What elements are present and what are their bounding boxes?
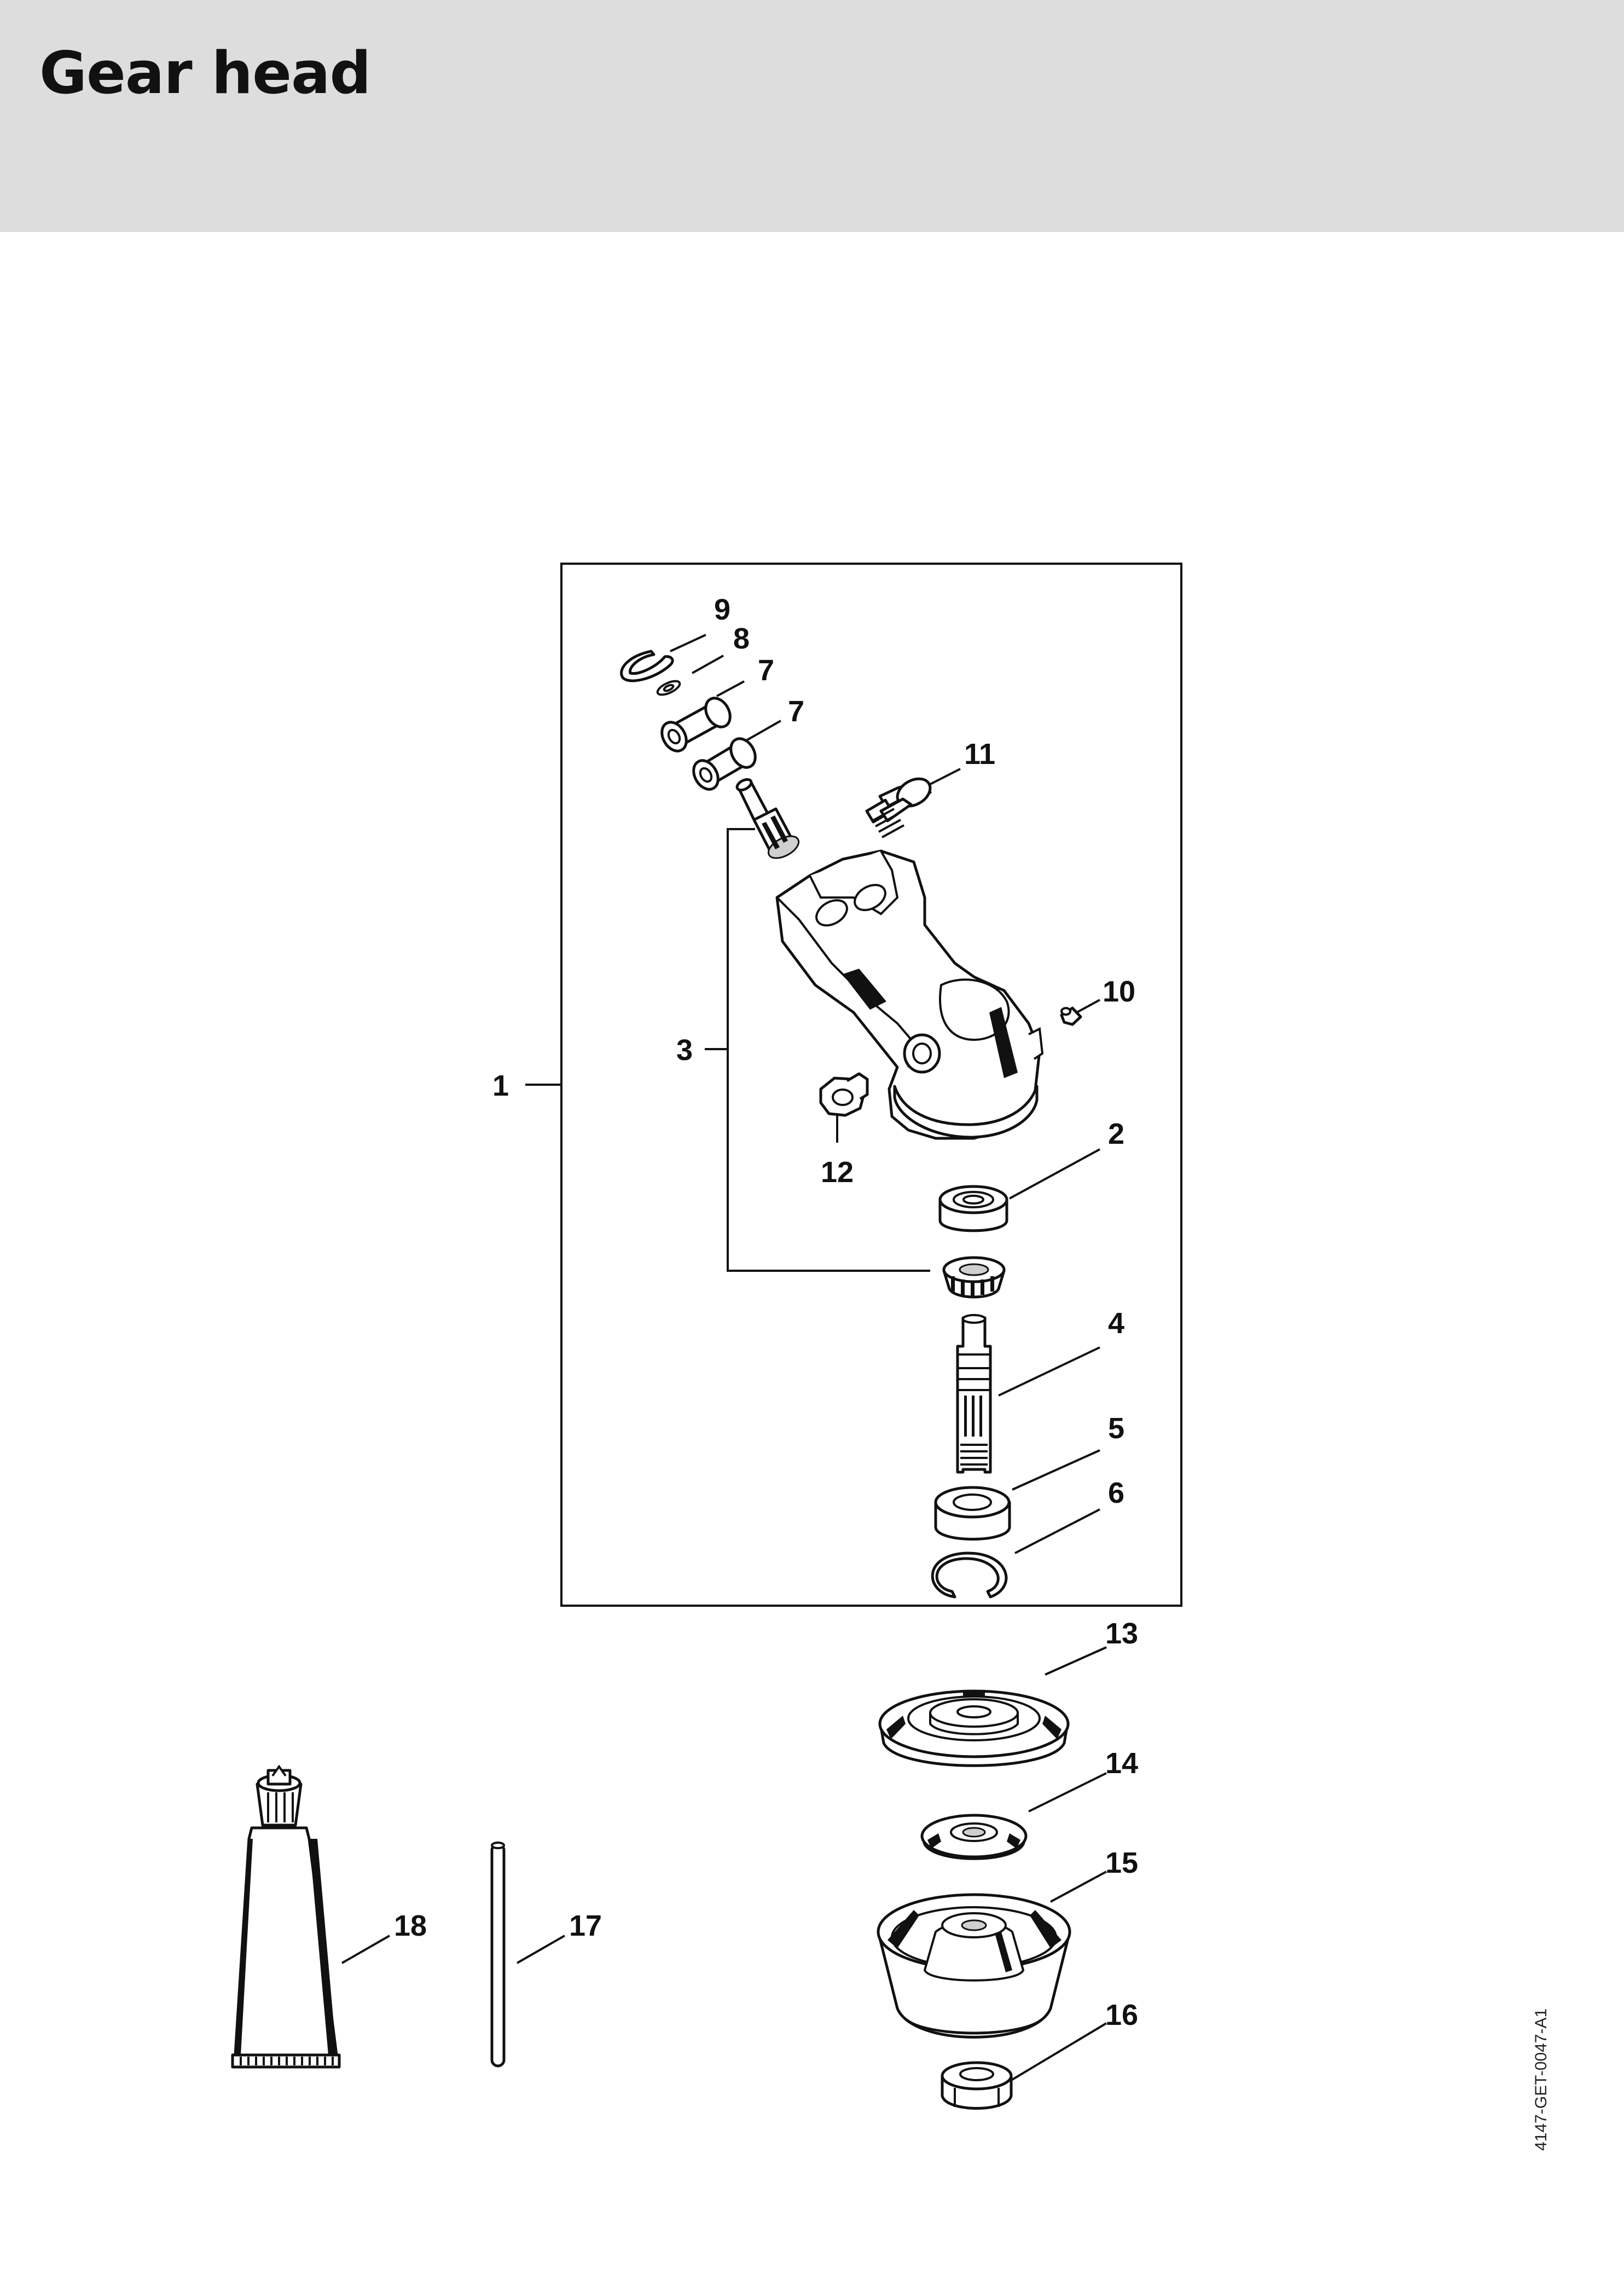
callout-15: 15 [1105, 1846, 1138, 1879]
part-screw-plug [819, 1072, 869, 1117]
callout-18: 18 [394, 1909, 427, 1942]
callout-1: 1 [492, 1069, 509, 1102]
part-pinion-gear [735, 778, 800, 859]
part-bevel-gear [942, 1256, 1006, 1299]
callout-10: 10 [1103, 975, 1135, 1008]
callout-5: 5 [1108, 1412, 1124, 1445]
callout-7a: 7 [758, 654, 774, 687]
part-bearing-upper-2 [692, 737, 757, 791]
part-locking-rod [490, 1842, 506, 2068]
callout-14: 14 [1105, 1747, 1138, 1780]
part-bearing-5 [934, 1486, 1011, 1541]
part-circlip-lower [931, 1551, 1008, 1599]
header-band: Gear head [0, 0, 1624, 232]
callout-2: 2 [1108, 1118, 1124, 1150]
callout-6: 6 [1108, 1477, 1124, 1509]
part-grease-tube [231, 1764, 341, 2069]
part-bearing-2 [938, 1185, 1008, 1232]
callout-12: 12 [821, 1156, 854, 1189]
callout-17: 17 [569, 1909, 602, 1942]
part-washer [920, 1814, 1028, 1860]
callout-13: 13 [1105, 1617, 1138, 1650]
callout-labels: 1 2 3 4 5 6 7 7 8 9 10 11 12 13 14 15 16… [394, 593, 1138, 2031]
part-gear-housing [775, 849, 1044, 1140]
callout-16: 16 [1105, 1999, 1138, 2031]
callout-3: 3 [676, 1034, 693, 1067]
leader-lines [341, 634, 1107, 2081]
part-circlip-top [620, 650, 674, 682]
part-thrust-plate [878, 1689, 1070, 1767]
part-washer-small [656, 680, 681, 696]
callout-8: 8 [733, 622, 750, 655]
assembly-frame [560, 563, 1182, 1607]
part-screw [865, 777, 932, 838]
callout-7b: 7 [788, 695, 804, 728]
document-code: 4147-GET-0047-A1 [1532, 2008, 1550, 2151]
callout-4: 4 [1108, 1307, 1124, 1340]
part-plug-small [1060, 1006, 1082, 1026]
part-shaft [956, 1314, 992, 1474]
part-mowing-cup [877, 1893, 1071, 2039]
part-nut [941, 2061, 1013, 2110]
callout-9: 9 [714, 593, 730, 626]
part-bearing-upper-1 [660, 697, 732, 752]
callout-11: 11 [964, 738, 995, 771]
page-title: Gear head [39, 39, 371, 107]
